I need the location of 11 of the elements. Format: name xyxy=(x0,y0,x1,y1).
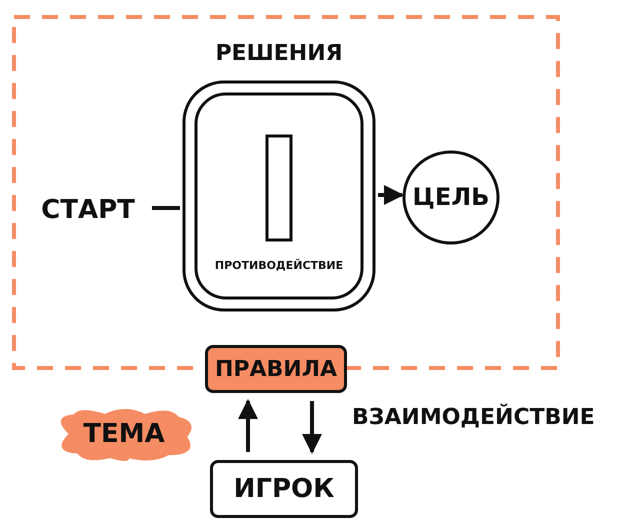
arrow xyxy=(302,401,322,454)
rules-tag: ПРАВИЛА xyxy=(205,345,347,393)
goal-label: ЦЕЛЬ xyxy=(412,184,490,211)
arrow xyxy=(378,185,404,205)
interaction-label: ВЗАИМОДЕЙСТВИЕ xyxy=(352,405,595,430)
player-box: ИГРОК xyxy=(210,460,358,518)
obstacle-label: ПРОТИВОДЕЙСТВИЕ xyxy=(214,260,344,272)
loop-heading: РЕШЕНИЯ xyxy=(215,42,343,66)
start-label: СТАРТ xyxy=(41,196,135,224)
arrow xyxy=(238,399,258,452)
theme-label: ТЕМА xyxy=(83,420,165,448)
